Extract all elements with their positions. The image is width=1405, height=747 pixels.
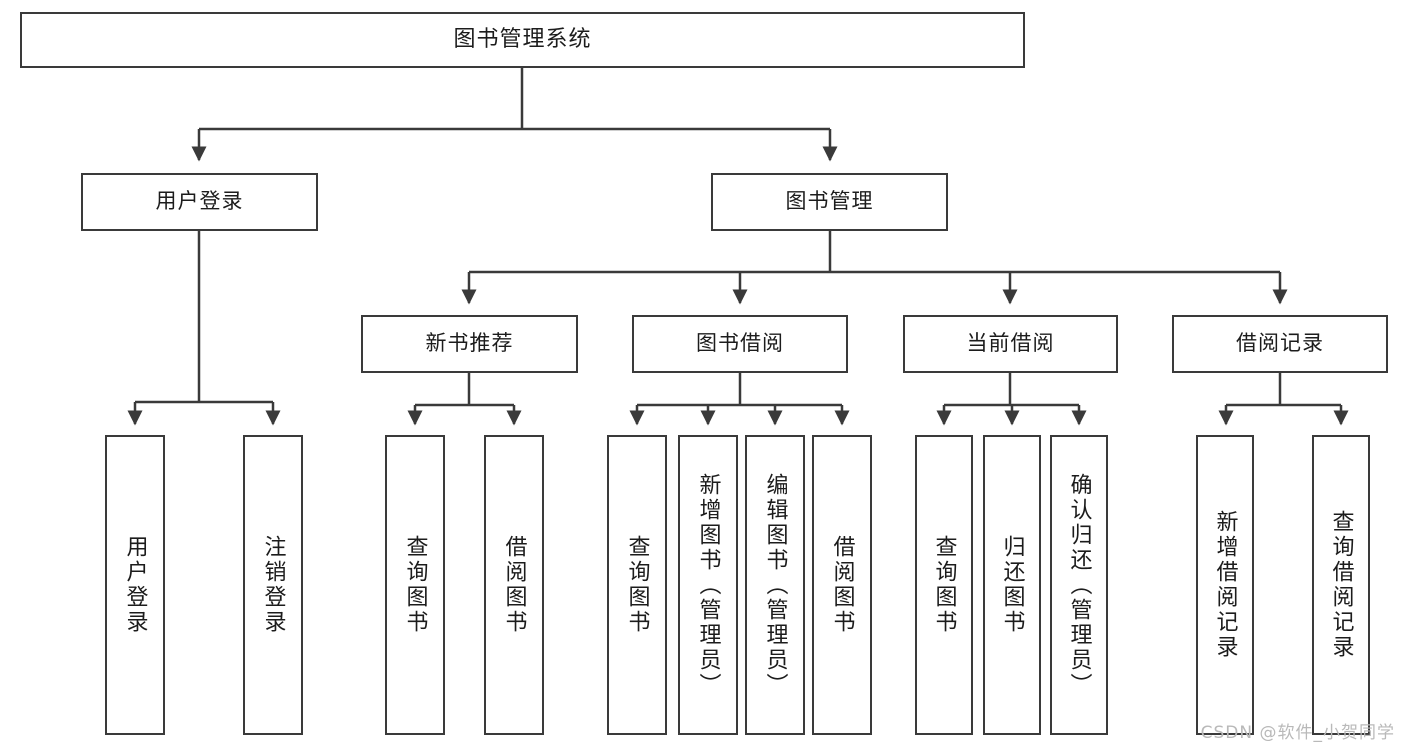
node-label: 确认归还（管理员） [1066,472,1092,698]
node-leaf-query-book-current[interactable]: 查询图书 [915,435,973,735]
node-leaf-user-login[interactable]: 用户登录 [105,435,165,735]
node-borrow-record[interactable]: 借阅记录 [1172,315,1388,373]
node-current-borrow[interactable]: 当前借阅 [903,315,1118,373]
node-label: 查询借阅记录 [1328,510,1354,660]
node-leaf-borrow-book-rec[interactable]: 借阅图书 [484,435,544,735]
node-label: 查询图书 [402,535,428,635]
node-label: 注销登录 [260,535,286,635]
node-leaf-add-book-admin[interactable]: 新增图书（管理员） [678,435,738,735]
node-label: 新增借阅记录 [1212,510,1238,660]
node-book-borrow[interactable]: 图书借阅 [632,315,848,373]
node-label: 用户登录 [155,189,244,214]
node-label: 图书管理 [785,189,874,214]
node-leaf-borrow-book[interactable]: 借阅图书 [812,435,872,735]
node-label: 图书借阅 [696,331,784,356]
node-leaf-query-book-borrow[interactable]: 查询图书 [607,435,667,735]
node-label: 当前借阅 [966,331,1055,356]
watermark: CSDN @软件_小贺同学 [1200,723,1395,743]
node-leaf-add-borrow-record[interactable]: 新增借阅记录 [1196,435,1254,735]
node-leaf-return-book[interactable]: 归还图书 [983,435,1041,735]
node-label: 归还图书 [999,535,1025,635]
node-label: 新书推荐 [425,331,514,356]
node-label: 借阅图书 [829,535,855,635]
node-label: 借阅图书 [501,535,527,635]
node-leaf-query-book-rec[interactable]: 查询图书 [385,435,445,735]
node-new-book-recommend[interactable]: 新书推荐 [361,315,578,373]
node-leaf-edit-book-admin[interactable]: 编辑图书（管理员） [745,435,805,735]
node-label: 用户登录 [122,535,148,635]
node-label: 新增图书（管理员） [695,472,721,698]
node-label: 借阅记录 [1236,331,1324,356]
node-leaf-user-logout[interactable]: 注销登录 [243,435,303,735]
node-label: 编辑图书（管理员） [762,472,788,698]
node-leaf-confirm-return-admin[interactable]: 确认归还（管理员） [1050,435,1108,735]
node-user-login[interactable]: 用户登录 [81,173,318,231]
node-label: 查询图书 [931,535,957,635]
node-label: 查询图书 [624,535,650,635]
node-root-system[interactable]: 图书管理系统 [20,12,1025,68]
node-leaf-query-borrow-record[interactable]: 查询借阅记录 [1312,435,1370,735]
node-label: 图书管理系统 [453,26,592,52]
node-book-manage[interactable]: 图书管理 [711,173,948,231]
